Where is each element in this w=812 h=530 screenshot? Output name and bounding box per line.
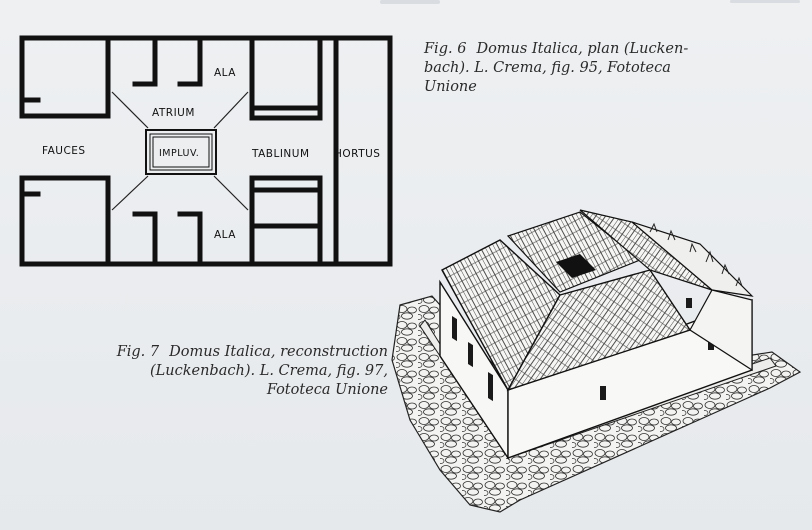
garden-enclosure (631, 221, 754, 297)
impluvium (145, 129, 217, 175)
fig-6-line-1: Domus Italica, plan (Lucken- (476, 41, 689, 57)
back-wing-wall (689, 289, 753, 372)
fig-7-line-3: Fototeca Unione (266, 382, 388, 398)
label-ala-top: ALA (214, 67, 236, 79)
plan-walls (19, 35, 393, 267)
caption-fig-6: Fig. 6 Domus Italica, plan (Lucken- bach)… (424, 40, 744, 97)
fig-6-line-3: Unione (424, 79, 477, 95)
fig-6-line-2: bach). L. Crema, fig. 95, Fototeca (424, 60, 671, 76)
top-edge-mark (380, 0, 440, 4)
atrium-roof-lines (111, 91, 249, 211)
label-hortus: HORTUS (334, 148, 380, 160)
fig-7-number: Fig. 7 (116, 344, 160, 360)
label-impluvium: IMPLUV. (159, 148, 199, 159)
fig-7-line-2: (Luckenbach). L. Crema, fig. 97, (149, 363, 388, 379)
compluvium-opening (556, 254, 596, 278)
fig-7-line-1: Domus Italica, reconstruction (169, 344, 388, 360)
garden-plants (649, 222, 743, 287)
top-right-edge-mark (730, 0, 800, 3)
fig-6-number: Fig. 6 (424, 41, 467, 57)
windows (452, 298, 714, 402)
label-ala-bottom: ALA (214, 229, 236, 241)
label-tablinum: TABLINUM (251, 148, 310, 160)
label-atrium: ATRIUM (152, 107, 195, 119)
caption-fig-7: Fig. 7 Domus Italica, reconstruction (Luc… (88, 343, 388, 400)
label-fauces: FAUCES (42, 145, 86, 157)
